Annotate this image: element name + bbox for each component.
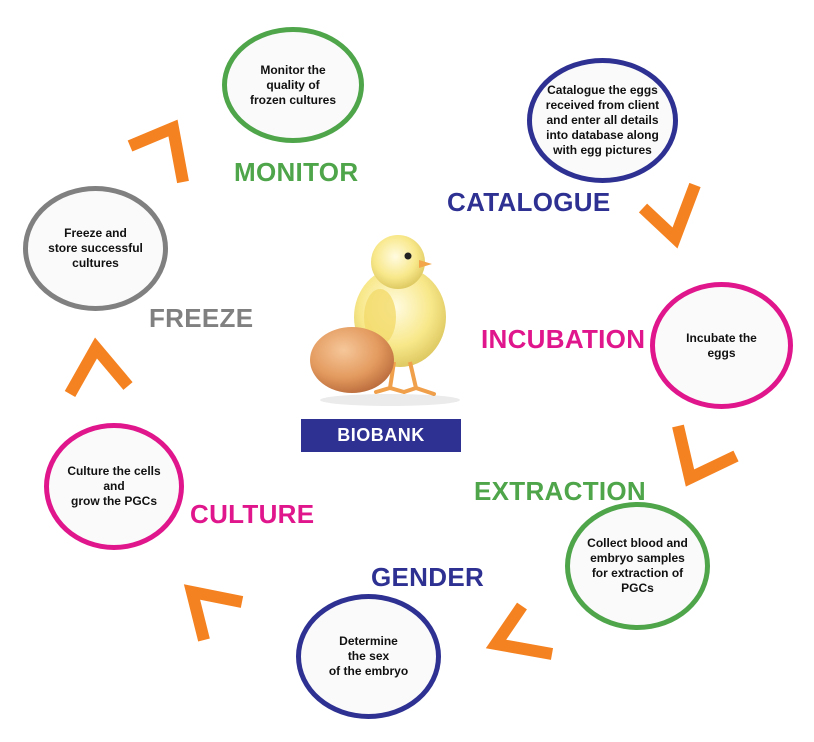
biobank-banner: BIOBANK bbox=[301, 419, 461, 452]
chick-and-egg-image bbox=[300, 222, 470, 412]
step-label-gender: GENDER bbox=[371, 562, 485, 592]
step-circle-incubation: Incubate the eggs bbox=[650, 282, 793, 409]
chevron-arrow-icon bbox=[127, 119, 189, 184]
step-circle-culture: Culture the cells and grow the PGCs bbox=[44, 423, 184, 550]
chevron-arrow-icon bbox=[64, 337, 133, 402]
step-label-freeze: FREEZE bbox=[149, 303, 254, 333]
step-label-monitor: MONITOR bbox=[234, 157, 359, 187]
step-label-extraction: EXTRACTION bbox=[474, 476, 646, 506]
chevron-arrow-icon bbox=[183, 580, 244, 642]
step-circle-extraction: Collect blood and embryo samples for ext… bbox=[565, 502, 710, 630]
step-circle-catalogue: Catalogue the eggs received from client … bbox=[527, 58, 678, 183]
chevron-arrow-icon bbox=[638, 180, 703, 249]
step-circle-gender: Determine the sex of the embryo bbox=[296, 594, 441, 719]
step-text-catalogue: Catalogue the eggs received from client … bbox=[545, 83, 660, 157]
chevron-arrow-icon bbox=[672, 424, 739, 487]
chevron-arrow-icon bbox=[485, 602, 554, 664]
step-label-catalogue: CATALOGUE bbox=[447, 187, 611, 217]
step-label-culture: CULTURE bbox=[190, 499, 315, 529]
step-circle-monitor: Monitor the quality of frozen cultures bbox=[222, 27, 364, 143]
step-text-incubation: Incubate the eggs bbox=[686, 330, 757, 360]
step-text-freeze: Freeze and store successful cultures bbox=[48, 226, 143, 270]
step-text-gender: Determine the sex of the embryo bbox=[328, 634, 409, 678]
step-circle-freeze: Freeze and store successful cultures bbox=[23, 186, 168, 311]
step-label-incubation: INCUBATION bbox=[481, 324, 646, 354]
step-text-monitor: Monitor the quality of frozen cultures bbox=[249, 62, 336, 107]
step-text-extraction: Collect blood and embryo samples for ext… bbox=[587, 536, 688, 595]
step-text-culture: Culture the cells and grow the PGCs bbox=[67, 464, 161, 508]
